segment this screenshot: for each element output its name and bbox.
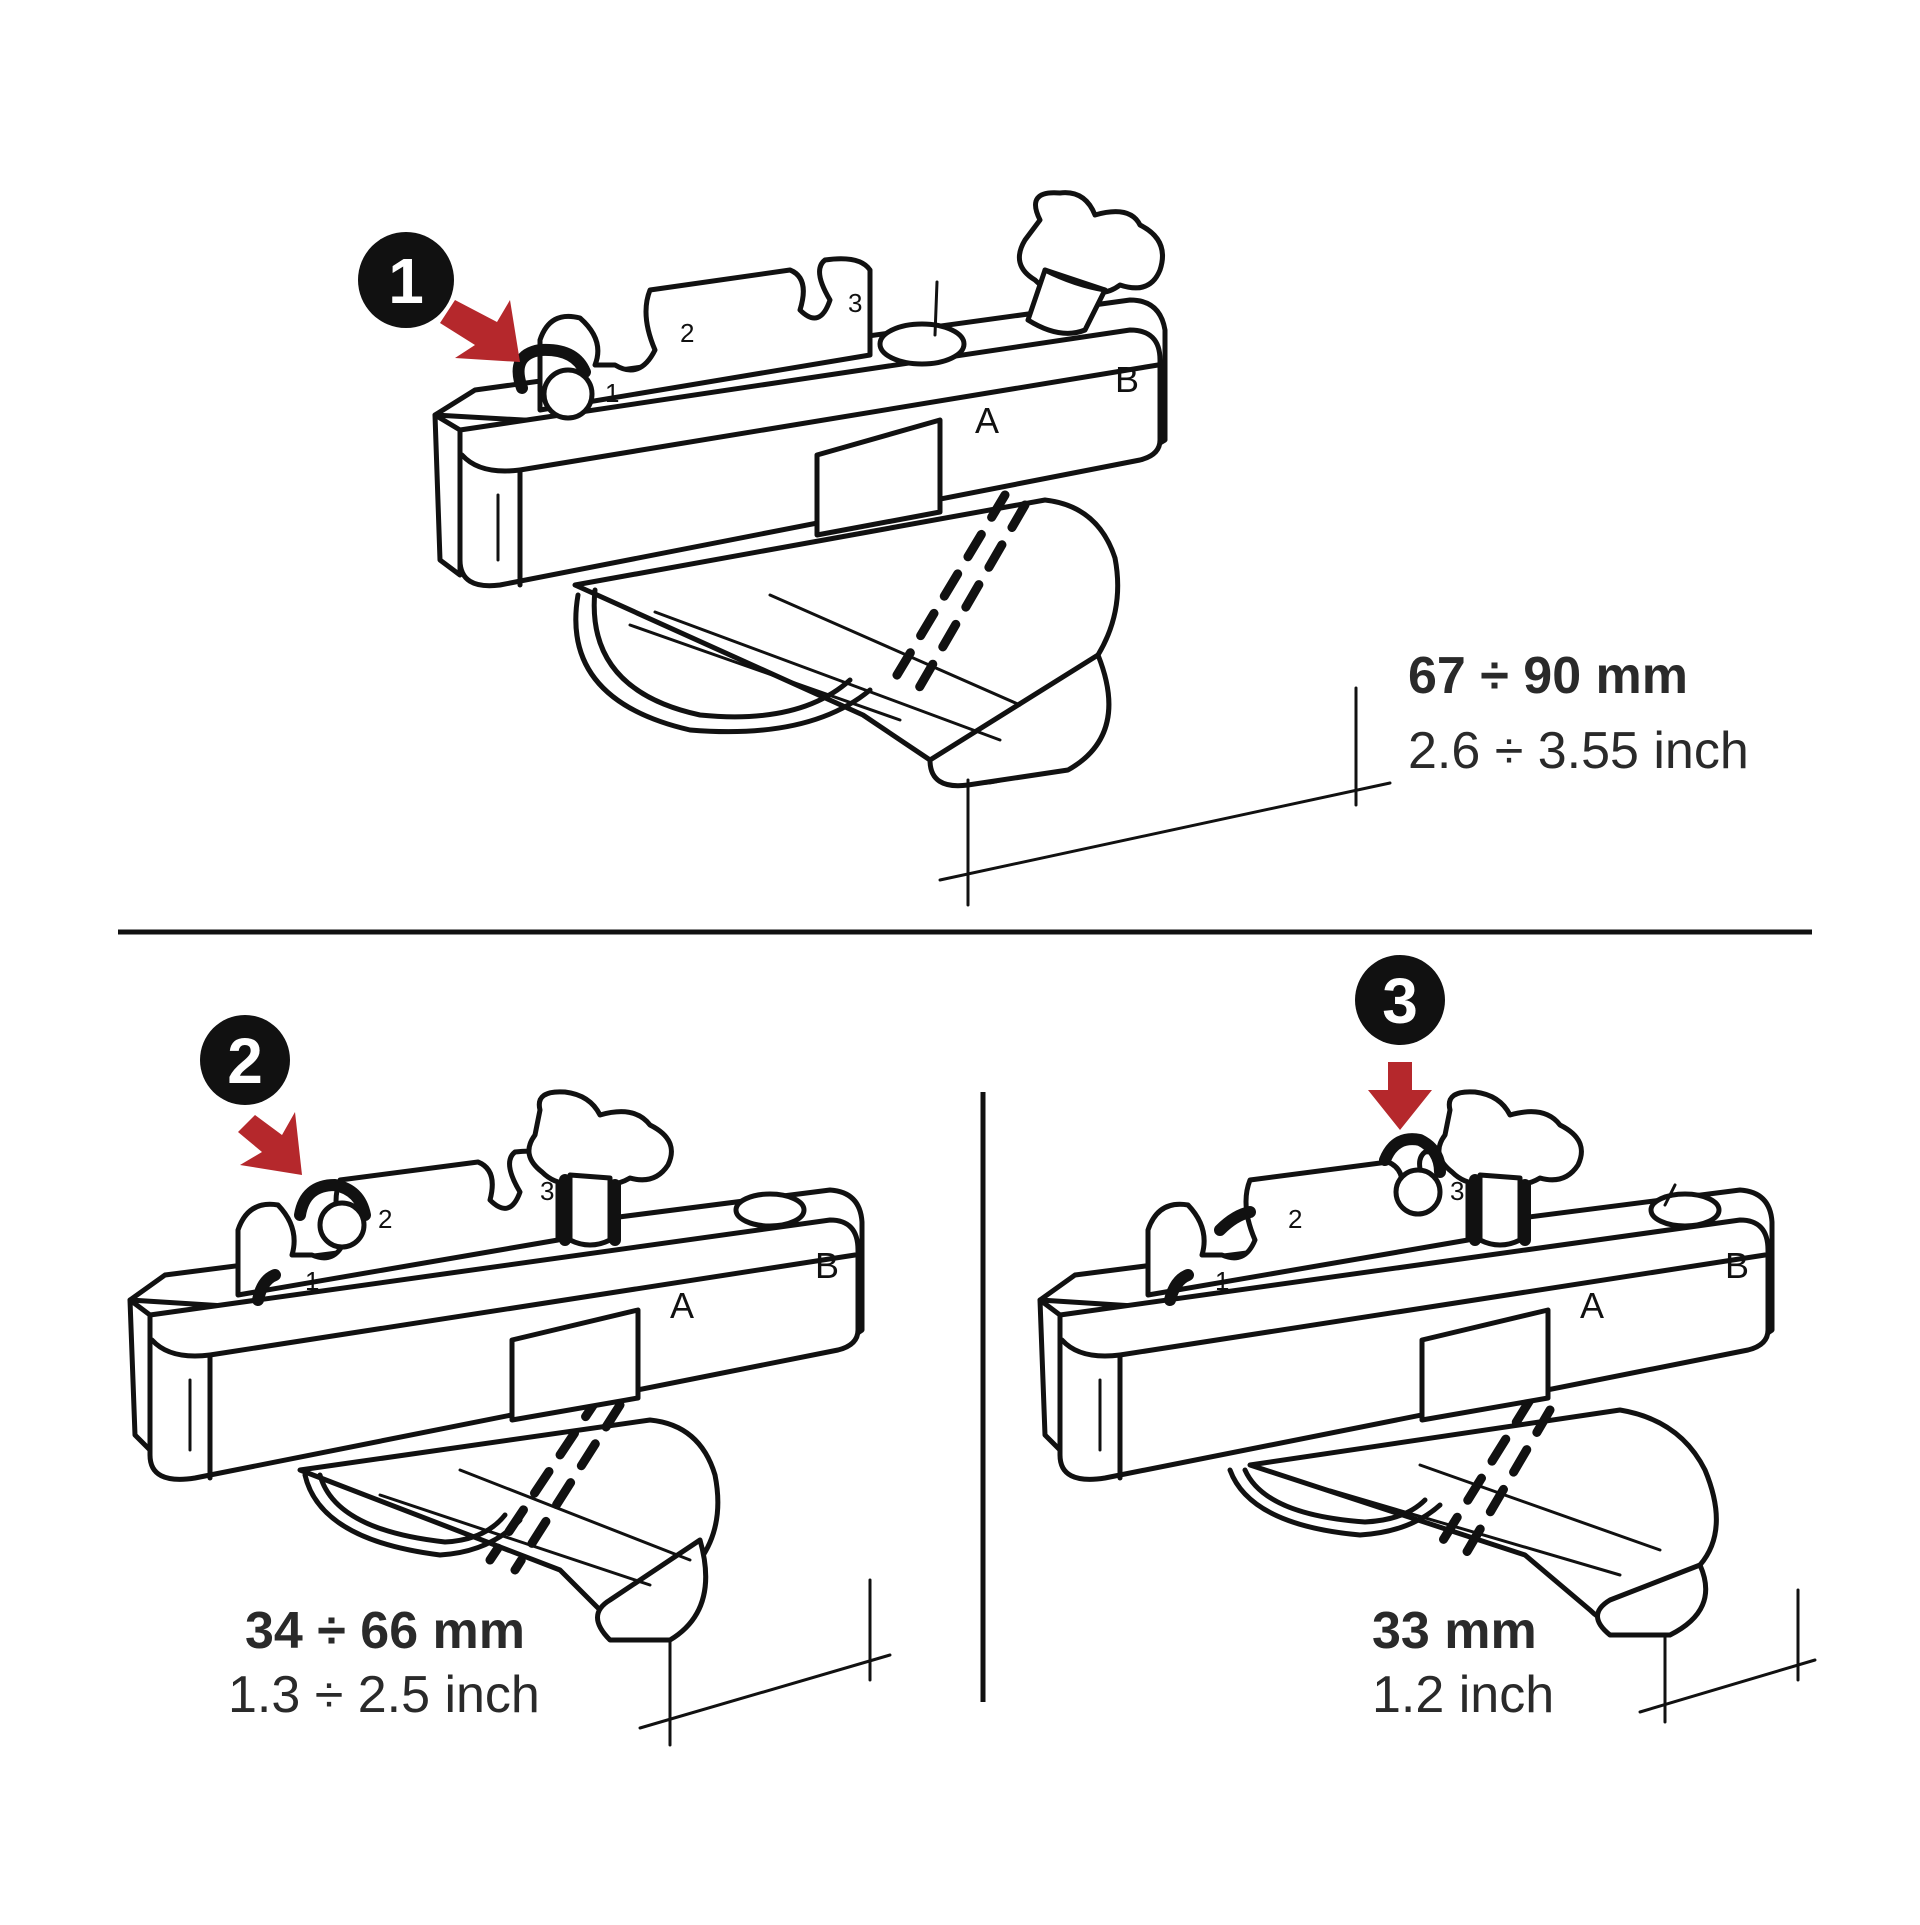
measurement-mm-3: 33 mm xyxy=(1372,1602,1537,1660)
foot-body-3 xyxy=(1057,1217,1771,1482)
slot-1-number: 1 xyxy=(605,378,619,408)
measurement-inch-2: 1.3 ÷ 2.5 inch xyxy=(228,1666,540,1724)
strap-2 xyxy=(302,1472,523,1558)
step-badge-3: 3 xyxy=(1355,955,1445,1045)
notch-1 xyxy=(814,417,943,538)
label-a-1: A xyxy=(975,400,999,441)
red-arrow-2 xyxy=(238,1112,302,1175)
hidden-strap-3b xyxy=(1460,1405,1555,1560)
dimension-lines-2 xyxy=(638,1578,892,1747)
step-badge-1: 1 xyxy=(358,232,454,328)
mount-hole-2 xyxy=(733,1191,807,1229)
hidden-strap-2b xyxy=(510,1400,625,1575)
strap-1 xyxy=(573,592,873,735)
svg-text:1: 1 xyxy=(388,245,424,317)
label-a-2: A xyxy=(670,1285,694,1326)
slot-1-number-2: 1 xyxy=(305,1266,319,1296)
slot-2-number-2: 2 xyxy=(378,1204,392,1234)
star-knob-3 xyxy=(1436,1089,1584,1248)
star-knob-2 xyxy=(526,1089,674,1248)
foot-body-2 xyxy=(147,1217,861,1482)
slot-1-number-3: 1 xyxy=(1215,1266,1229,1296)
step-badge-2: 2 xyxy=(200,1015,290,1105)
red-arrow-1 xyxy=(440,300,520,362)
slot-3-number: 3 xyxy=(848,288,862,318)
red-arrow-3 xyxy=(1368,1062,1432,1130)
strap-3 xyxy=(1227,1467,1443,1538)
notch-2 xyxy=(509,1307,641,1423)
dimension-lines-3 xyxy=(1638,1588,1817,1724)
label-b-2: B xyxy=(815,1245,839,1286)
panel-1: 1 2 3 A B 1 67 ÷ 90 mm 2.6 ÷ 3.55 inch xyxy=(358,190,1749,907)
measurement-inch-1: 2.6 ÷ 3.55 inch xyxy=(1408,722,1749,780)
star-knob-1 xyxy=(1016,190,1165,336)
slot-comb-1 xyxy=(537,256,873,413)
slot-3-number-2: 3 xyxy=(540,1176,554,1206)
clip-1 xyxy=(512,343,595,421)
crossbar-3 xyxy=(1247,1407,1719,1638)
slot-3-number-3: 3 xyxy=(1450,1176,1464,1206)
label-a-3: A xyxy=(1580,1285,1604,1326)
clip-3 xyxy=(1164,1133,1446,1306)
crossbar-1 xyxy=(572,497,1121,789)
hidden-strap-2a xyxy=(485,1390,605,1565)
label-b-1: B xyxy=(1115,359,1139,400)
clip-2 xyxy=(252,1179,371,1306)
slot-2-number-3: 2 xyxy=(1288,1204,1302,1234)
measurement-inch-3: 1.2 inch xyxy=(1372,1666,1554,1724)
panel-3: 1 2 3 A B 3 33 mm 1.2 inch xyxy=(1037,955,1817,1724)
measurement-mm-2: 34 ÷ 66 mm xyxy=(245,1602,525,1660)
mount-hole-1 xyxy=(877,321,967,367)
notch-3 xyxy=(1419,1307,1551,1423)
slot-2-number: 2 xyxy=(680,318,694,348)
panel-2: 1 2 3 A B 2 34 ÷ 66 mm 1.3 ÷ 2.5 inch xyxy=(127,1015,892,1747)
slot-comb-2 xyxy=(235,1148,561,1298)
svg-text:2: 2 xyxy=(227,1025,263,1097)
hidden-strap-1a xyxy=(883,490,1010,695)
dimension-lines-1 xyxy=(938,686,1392,907)
hidden-strap-1b xyxy=(907,500,1030,705)
mount-hole-3 xyxy=(1648,1191,1722,1229)
label-b-3: B xyxy=(1725,1245,1749,1286)
hidden-strap-3a xyxy=(1435,1395,1535,1550)
measurement-mm-1: 67 ÷ 90 mm xyxy=(1408,647,1688,705)
svg-text:3: 3 xyxy=(1382,965,1418,1037)
